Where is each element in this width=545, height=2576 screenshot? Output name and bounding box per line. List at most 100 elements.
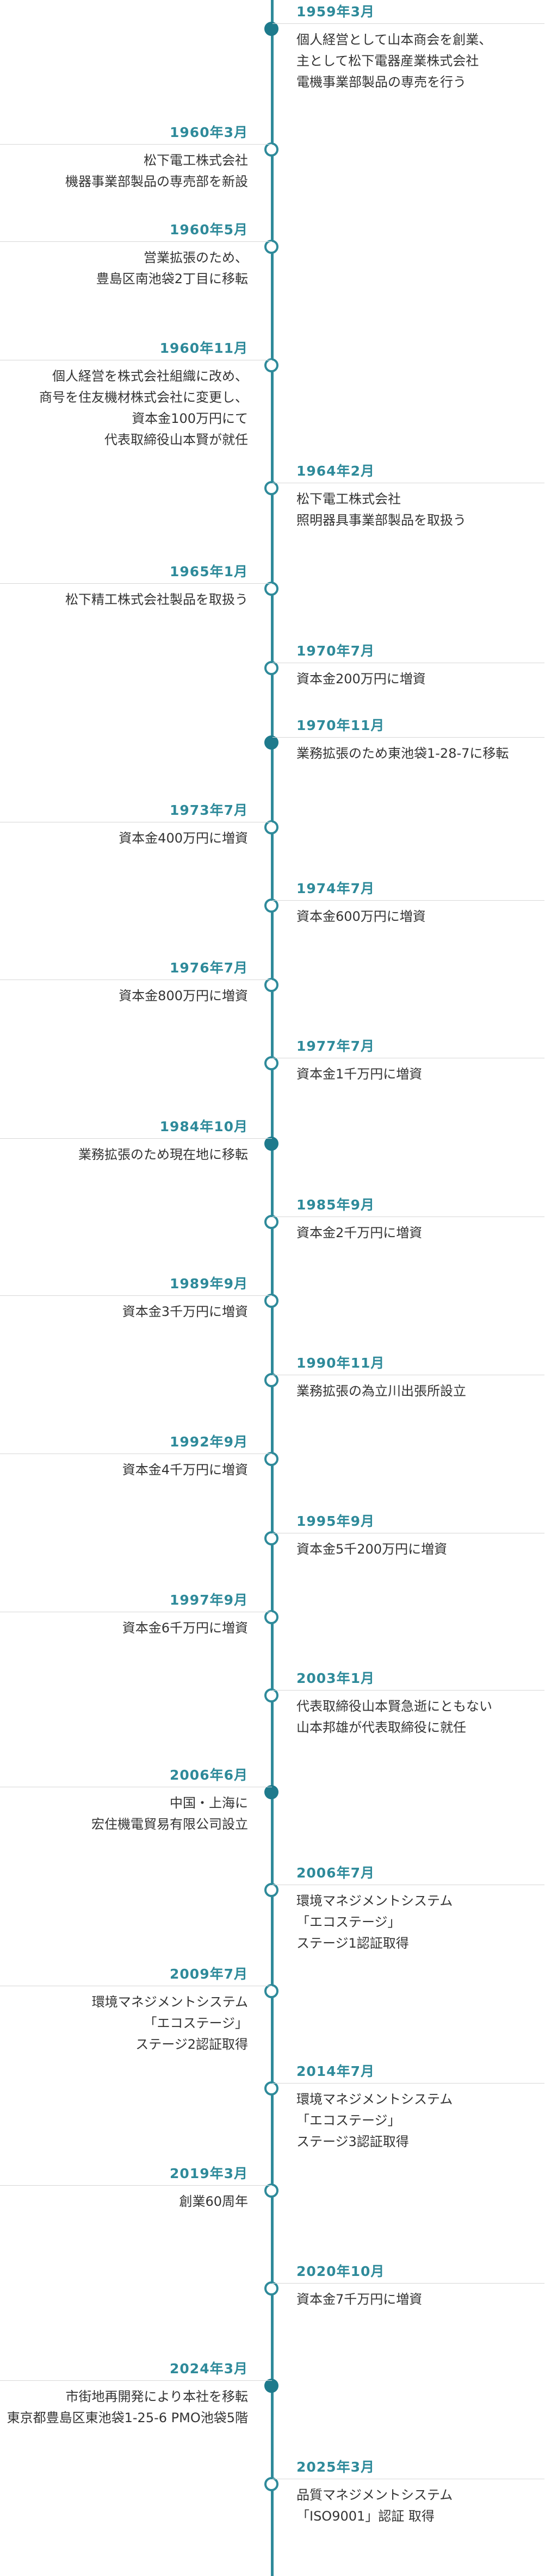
timeline-node <box>264 481 278 495</box>
timeline-entry: 1965年1月松下精工株式会社製品を取扱う <box>0 563 272 610</box>
event-divider <box>0 1138 272 1139</box>
timeline-entry: 1995年9月資本金5千200万円に増資 <box>272 1512 544 1560</box>
event-description-line: 代表取締役山本賢急逝にともない <box>296 1699 492 1714</box>
timeline-axis-fade <box>271 2479 274 2576</box>
timeline-entry: 1959年3月個人経営として山本商会を創業、主として松下電器産業株式会社電機事業… <box>272 3 544 93</box>
event-description: 環境マネジメントシステム「エコステージ」ステージ1認証取得 <box>272 1891 544 1954</box>
event-divider <box>272 1690 544 1691</box>
timeline-entry: 2019年3月創業60周年 <box>0 2165 272 2212</box>
timeline-node <box>264 240 278 254</box>
timeline-node <box>264 2184 278 2198</box>
event-description-line: 市街地再開発により本社を移転 <box>65 2389 248 2404</box>
timeline-node <box>264 1294 278 1308</box>
timeline-node <box>264 899 278 913</box>
event-description-line: 資本金5千200万円に増資 <box>296 1542 448 1557</box>
timeline-node <box>264 2379 278 2393</box>
event-description-line: 商号を住友機材株式会社に変更し、 <box>39 390 248 405</box>
event-description-line: 環境マネジメントシステム <box>296 2092 453 2107</box>
timeline-entry: 1970年11月業務拡張のため東池袋1-28-7に移転 <box>272 716 544 764</box>
timeline-entry: 2024年3月市街地再開発により本社を移転東京都豊島区東池袋1-25-6 PMO… <box>0 2360 272 2429</box>
event-description: 個人経営を株式会社組織に改め、商号を住友機材株式会社に変更し、資本金100万円に… <box>0 366 272 451</box>
event-description: 環境マネジメントシステム「エコステージ」ステージ2認証取得 <box>0 1992 272 2055</box>
event-divider <box>272 2283 544 2284</box>
event-date: 1995年9月 <box>296 1513 375 1529</box>
event-description-line: 資本金400万円に増資 <box>119 831 248 846</box>
event-description: 品質マネジメントシステム「ISO9001」認証 取得 <box>272 2485 544 2527</box>
timeline-node <box>264 1056 278 1070</box>
timeline-entry: 2025年3月品質マネジメントシステム「ISO9001」認証 取得 <box>272 2458 544 2527</box>
event-date: 2020年10月 <box>296 2263 385 2279</box>
event-date: 2025年3月 <box>296 2459 375 2475</box>
event-date: 1973年7月 <box>170 802 248 818</box>
timeline-entry: 1976年7月資本金800万円に増資 <box>0 959 272 1007</box>
event-date: 1970年7月 <box>296 643 375 659</box>
timeline-entry: 1974年7月資本金600万円に増資 <box>272 880 544 927</box>
timeline-entry: 1989年9月資本金3千万円に増資 <box>0 1275 272 1323</box>
timeline-node <box>264 22 278 36</box>
event-divider <box>0 2185 272 2186</box>
event-description-line: 「エコステージ」 <box>296 1914 401 1930</box>
event-date: 1970年11月 <box>296 718 385 733</box>
event-description-line: 「エコステージ」 <box>144 2016 248 2031</box>
event-date: 1992年9月 <box>170 1434 248 1450</box>
event-date: 1960年11月 <box>159 340 248 356</box>
timeline-entry: 1964年2月松下電工株式会社照明器具事業部製品を取扱う <box>272 462 544 531</box>
event-description-line: 資本金7千万円に増資 <box>296 2292 423 2307</box>
timeline-entry: 1973年7月資本金400万円に増資 <box>0 801 272 849</box>
event-description: 業務拡張の為立川出張所設立 <box>272 1381 544 1402</box>
event-divider <box>0 241 272 242</box>
timeline-entry: 1960年11月個人経営を株式会社組織に改め、商号を住友機材株式会社に変更し、資… <box>0 339 272 451</box>
timeline-entry: 1984年10月業務拡張のため現在地に移転 <box>0 1118 272 1165</box>
event-date: 1959年3月 <box>296 4 375 20</box>
event-description-line: 資本金800万円に増資 <box>119 988 248 1003</box>
event-description-line: ステージ3認証取得 <box>296 2134 409 2149</box>
timeline-entry: 2003年1月代表取締役山本賢急逝にともない山本邦雄が代表取締役に就任 <box>272 1669 544 1738</box>
event-description: 資本金200万円に増資 <box>272 669 544 690</box>
event-description: 資本金4千万円に増資 <box>0 1459 272 1481</box>
event-description-line: 東京都豊島区東池袋1-25-6 PMO池袋5階 <box>7 2410 248 2425</box>
event-description-line: 松下電工株式会社 <box>296 491 401 507</box>
event-description: 資本金400万円に増資 <box>0 828 272 849</box>
timeline-node <box>264 1984 278 1998</box>
timeline-axis <box>271 0 274 2576</box>
timeline-entry: 1985年9月資本金2千万円に増資 <box>272 1196 544 1244</box>
timeline-entry: 1960年3月松下電工株式会社機器事業部製品の専売部を新設 <box>0 123 272 192</box>
event-description-line: 個人経営として山本商会を創業、 <box>296 32 492 47</box>
timeline-node <box>264 2281 278 2296</box>
event-date: 1985年9月 <box>296 1197 375 1213</box>
event-date: 1965年1月 <box>170 564 248 579</box>
timeline-node <box>264 1137 278 1151</box>
timeline-node <box>264 2081 278 2095</box>
timeline-node <box>264 735 278 750</box>
event-description-line: 資本金6千万円に増資 <box>122 1620 248 1636</box>
event-date: 2006年6月 <box>170 1767 248 1783</box>
timeline-entry: 2014年7月環境マネジメントシステム「エコステージ」ステージ3認証取得 <box>272 2062 544 2153</box>
event-description: 資本金6千万円に増資 <box>0 1618 272 1639</box>
event-description: 資本金800万円に増資 <box>0 986 272 1007</box>
event-divider <box>272 900 544 901</box>
timeline-node <box>264 1688 278 1702</box>
event-description-line: 中国・上海に <box>170 1795 248 1811</box>
event-description: 松下電工株式会社照明器具事業部製品を取扱う <box>272 489 544 531</box>
event-description-line: 資本金4千万円に増資 <box>122 1462 248 1477</box>
event-divider <box>272 23 544 24</box>
event-description-line: 「ISO9001」認証 取得 <box>296 2509 435 2524</box>
event-date: 1960年3月 <box>170 124 248 140</box>
timeline-entry: 1970年7月資本金200万円に増資 <box>272 642 544 690</box>
timeline-node <box>264 1610 278 1624</box>
event-description: 資本金1千万円に増資 <box>272 1064 544 1085</box>
timeline-node <box>264 582 278 596</box>
event-description: 創業60周年 <box>0 2191 272 2212</box>
event-date: 2024年3月 <box>170 2361 248 2377</box>
event-description-line: 資本金200万円に増資 <box>296 671 426 687</box>
event-divider <box>272 737 544 738</box>
event-description: 環境マネジメントシステム「エコステージ」ステージ3認証取得 <box>272 2089 544 2153</box>
event-description-line: 松下電工株式会社 <box>144 153 248 168</box>
event-description: 中国・上海に宏住機電貿易有限公司設立 <box>0 1793 272 1835</box>
timeline-node <box>264 1452 278 1466</box>
event-date: 2009年7月 <box>170 1966 248 1982</box>
event-description: 資本金7千万円に増資 <box>272 2289 544 2310</box>
timeline-entry: 1977年7月資本金1千万円に増資 <box>272 1037 544 1085</box>
timeline-node <box>264 1883 278 1897</box>
event-description-line: 「エコステージ」 <box>296 2113 401 2128</box>
